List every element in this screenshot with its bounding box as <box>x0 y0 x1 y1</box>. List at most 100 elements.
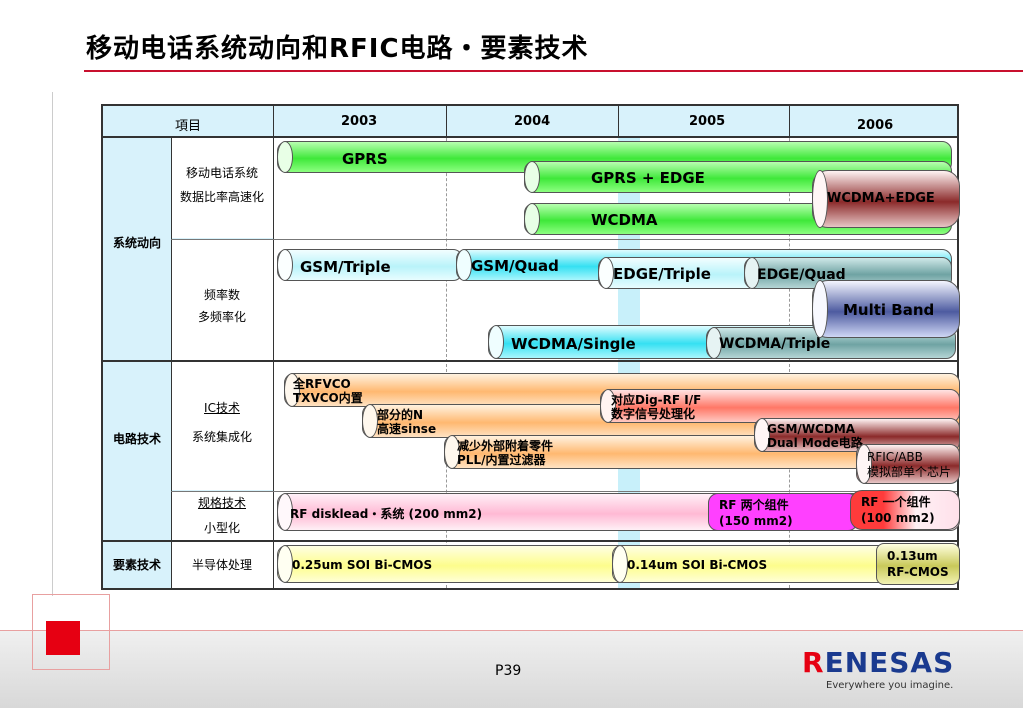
bar-soi025-label: 0.25um SOI Bi-CMOS <box>292 558 433 572</box>
bar-rfic-abb: RFIC/ABB 模拟部单个芯片 <box>856 444 960 484</box>
left-guide-line <box>52 92 53 596</box>
bar-cap <box>812 170 828 228</box>
year-2006: 2006 <box>857 118 894 133</box>
bar-gprs-label: GPRS <box>342 150 388 168</box>
row-data-rate-line1: 移动电话系统 <box>185 166 258 180</box>
bar-wcdma-single-label: WCDMA/Single <box>511 335 636 353</box>
bar-rf-disklead-label: RF disklead・系统 (200 mm2) <box>290 507 483 521</box>
divider-v3 <box>446 106 447 138</box>
year-2005: 2005 <box>689 114 726 129</box>
bar-digrf-label: 对应Dig-RF I/F 数字信号处理化 <box>611 393 701 421</box>
bar-cap <box>812 280 828 338</box>
page-number: P39 <box>495 663 522 679</box>
bar-partial-n-line2: 高速sinse <box>377 422 437 436</box>
bar-rf-two-line1: RF 两个组件 <box>719 498 789 512</box>
divider-v2 <box>273 106 274 588</box>
bar-multi-band: Multi Band <box>812 280 960 338</box>
bar-rfvco-line2: TXVCO内置 <box>293 391 363 405</box>
divider-v5 <box>789 106 790 138</box>
bar-rfvco-label: 全RFVCO TXVCO内置 <box>293 377 363 405</box>
bar-cap <box>600 389 616 423</box>
bar-cap <box>277 249 293 281</box>
bar-gsm-quad-label: GSM/Quad <box>471 257 559 275</box>
bar-rf-one-line2: (100 mm2) <box>861 511 935 525</box>
row-bg-frequency <box>171 240 273 360</box>
footer-rule <box>0 630 1023 631</box>
bar-wcdma-label: WCDMA <box>591 211 658 229</box>
row-bg-spec <box>171 492 273 540</box>
header-row <box>103 106 957 138</box>
bar-cap <box>277 545 293 583</box>
grid-v3 <box>446 138 448 588</box>
bar-wcdma-edge-label: WCDMA+EDGE <box>827 191 935 206</box>
bar-cap <box>362 404 378 438</box>
bar-partial-n-line1: 部分的N <box>377 408 424 422</box>
header-item: 項目 <box>174 119 201 134</box>
row-bg-semi <box>171 542 273 588</box>
bar-rf-two: RF 两个组件 (150 mm2) <box>708 493 858 531</box>
row-frequency-line1: 频率数 <box>203 288 240 302</box>
divider-h-row1 <box>171 239 957 240</box>
divider-h-row3 <box>171 491 957 492</box>
bar-gsm-wcdma-label: GSM/WCDMA Dual Mode电路 <box>767 422 863 450</box>
bar-reduce-ext-line1: 减少外部附着零件 <box>457 439 554 453</box>
bar-digrf-line1: 对应Dig-RF I/F <box>611 393 702 407</box>
bar-rfcmos: 0.13um RF-CMOS <box>876 543 960 585</box>
bar-rfic-abb-line2: 模拟部单个芯片 <box>867 465 952 479</box>
footer-band <box>0 630 1023 708</box>
row-semi-line1: 半导体处理 <box>191 558 252 572</box>
bar-cap <box>706 327 722 359</box>
bar-edge-quad-label: EDGE/Quad <box>757 267 846 283</box>
divider-h-section1 <box>103 360 957 362</box>
bar-rfic-abb-label: RFIC/ABB 模拟部单个芯片 <box>867 450 951 480</box>
divider-v1 <box>171 138 172 588</box>
bar-digrf-line2: 数字信号处理化 <box>611 407 696 421</box>
bar-rfvco-line1: 全RFVCO <box>293 377 351 391</box>
bar-rf-two-label: RF 两个组件 (150 mm2) <box>719 497 793 529</box>
section-circuit-tech: 电路技术 <box>112 432 161 446</box>
title-underline <box>84 70 1023 72</box>
divider-v4 <box>618 106 619 138</box>
bar-wcdma-triple-label: WCDMA/Triple <box>719 336 831 352</box>
bar-rfcmos-line1: 0.13um <box>887 549 938 563</box>
bar-reduce-ext-line2: PLL/内置过滤器 <box>457 453 546 467</box>
row-frequency-line2: 多频率化 <box>197 310 246 324</box>
decor-red-square <box>46 621 80 655</box>
logo-text: ENESAS <box>824 646 955 679</box>
bar-gsm-wcdma-line1: GSM/WCDMA <box>767 422 856 436</box>
page-title: 移动电话系统动向和RFIC电路・要素技术 <box>86 34 589 64</box>
bar-cap <box>598 257 614 289</box>
bar-multi-band-label: Multi Band <box>843 301 935 319</box>
bar-rf-two-line2: (150 mm2) <box>719 514 793 528</box>
bar-rf-one: RF 一个组件 (100 mm2) <box>850 490 960 530</box>
bar-rf-one-label: RF 一个组件 (100 mm2) <box>861 494 935 526</box>
divider-h-section2 <box>103 540 957 542</box>
year-2004: 2004 <box>514 114 551 129</box>
bar-reduce-ext-label: 减少外部附着零件 PLL/内置过滤器 <box>457 439 553 467</box>
bar-cap <box>277 141 293 173</box>
grid-v5 <box>789 138 791 588</box>
row-bg-ic <box>171 362 273 490</box>
row-ic-line2: 系统集成化 <box>191 430 252 444</box>
bar-cap <box>284 373 300 407</box>
bar-edge-triple-label: EDGE/Triple <box>613 265 711 283</box>
bar-rfic-abb-line1: RFIC/ABB <box>867 450 923 464</box>
bar-cap <box>744 257 760 289</box>
renesas-logo: RENESAS <box>802 646 955 679</box>
bar-partial-n-label: 部分的N 高速sinse <box>377 408 436 436</box>
bar-cap <box>524 161 540 193</box>
bar-gsm-triple: GSM/Triple <box>277 249 463 281</box>
row-spec-line2: 小型化 <box>203 521 240 535</box>
year-2003: 2003 <box>341 114 378 129</box>
logo-tagline: Everywhere you imagine. <box>826 680 954 691</box>
section-system-trends: 系统动向 <box>112 236 161 250</box>
row-ic-line1: IC技术 <box>204 401 240 415</box>
bar-cap <box>277 493 293 531</box>
decor-square-outline <box>32 594 110 670</box>
row-spec-line1: 规格技术 <box>197 496 246 510</box>
bar-wcdma-edge: WCDMA+EDGE <box>812 170 960 228</box>
bar-cap <box>488 325 504 359</box>
bar-cap <box>444 435 460 469</box>
bar-cap <box>612 545 628 583</box>
row-bg-data-rate <box>171 138 273 238</box>
